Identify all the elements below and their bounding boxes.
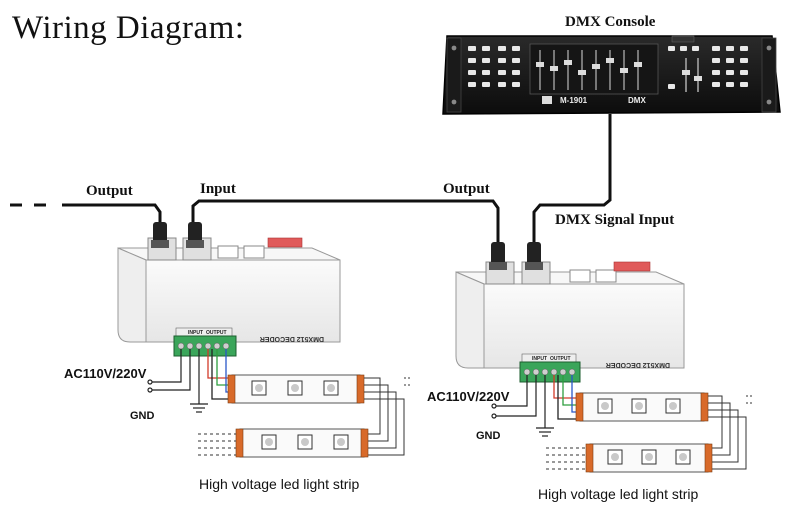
label-input-left: Input [200,181,236,197]
dmx-console [442,35,781,115]
label-power-left: AC110V/220V [64,366,147,381]
decoder-right-name: DMX512 DECODER [606,361,670,368]
decoder-left [117,222,341,357]
console-brand-text: M-1901 [560,96,588,105]
diagram-heading: Wiring Diagram: [12,10,245,46]
caption-led-strip-right: High voltage led light strip [538,486,699,502]
cable-daisy-chain [191,199,500,244]
label-gnd-left: GND [130,410,155,422]
led-strips-left [198,349,412,458]
label-output-left: Output [86,183,133,199]
console-dmx-text: DMX [628,96,646,105]
power-wiring-left [147,349,208,413]
label-dmx-signal-input: DMX Signal Input [555,212,675,228]
decoder-right-output-label: OUTPUT [550,356,571,362]
decoder-left-input-label: INPUT [188,330,203,336]
caption-led-strip-left: High voltage led light strip [199,476,360,492]
power-wiring-right [491,375,554,437]
dmx-cables [10,114,612,244]
cable-console-to-decoder [532,114,612,244]
label-power-right: AC110V/220V [427,389,510,404]
led-strips-right [546,375,754,473]
decoder-right-input-label: INPUT [532,356,547,362]
label-output-right: Output [443,181,490,197]
decoder-left-output-label: OUTPUT [206,330,227,336]
cable-left-output [62,203,162,224]
decoder-right [455,242,685,383]
console-title: DMX Console [565,14,656,30]
label-gnd-right: GND [476,430,501,442]
decoder-left-name: DMX512 DECODER [260,335,324,342]
